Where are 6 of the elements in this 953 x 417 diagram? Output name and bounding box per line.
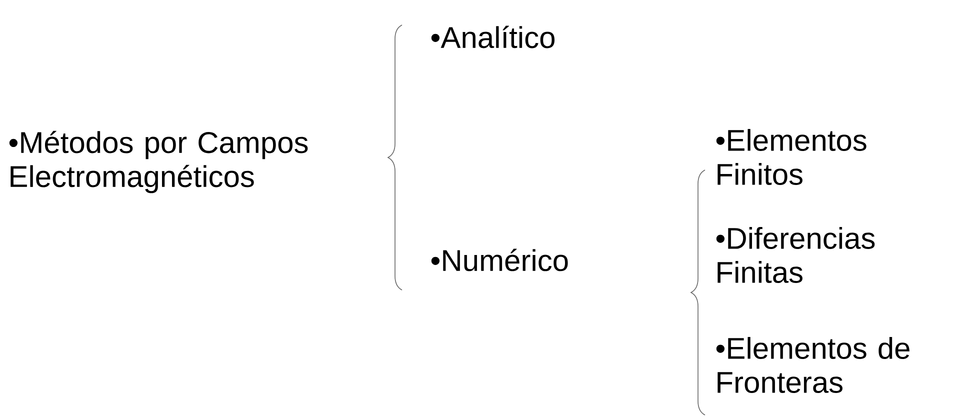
item-text: •Métodos por Campos Electromagnéticos [9, 130, 308, 194]
item-text: •Elementos de Fronteras [716, 336, 910, 393]
item-text: •Diferencias Finitas [716, 226, 875, 283]
item-text: •Numérico [431, 248, 568, 272]
item-text: •Elementos Finitos [716, 128, 866, 185]
item-text: •Analítico [431, 26, 554, 48]
